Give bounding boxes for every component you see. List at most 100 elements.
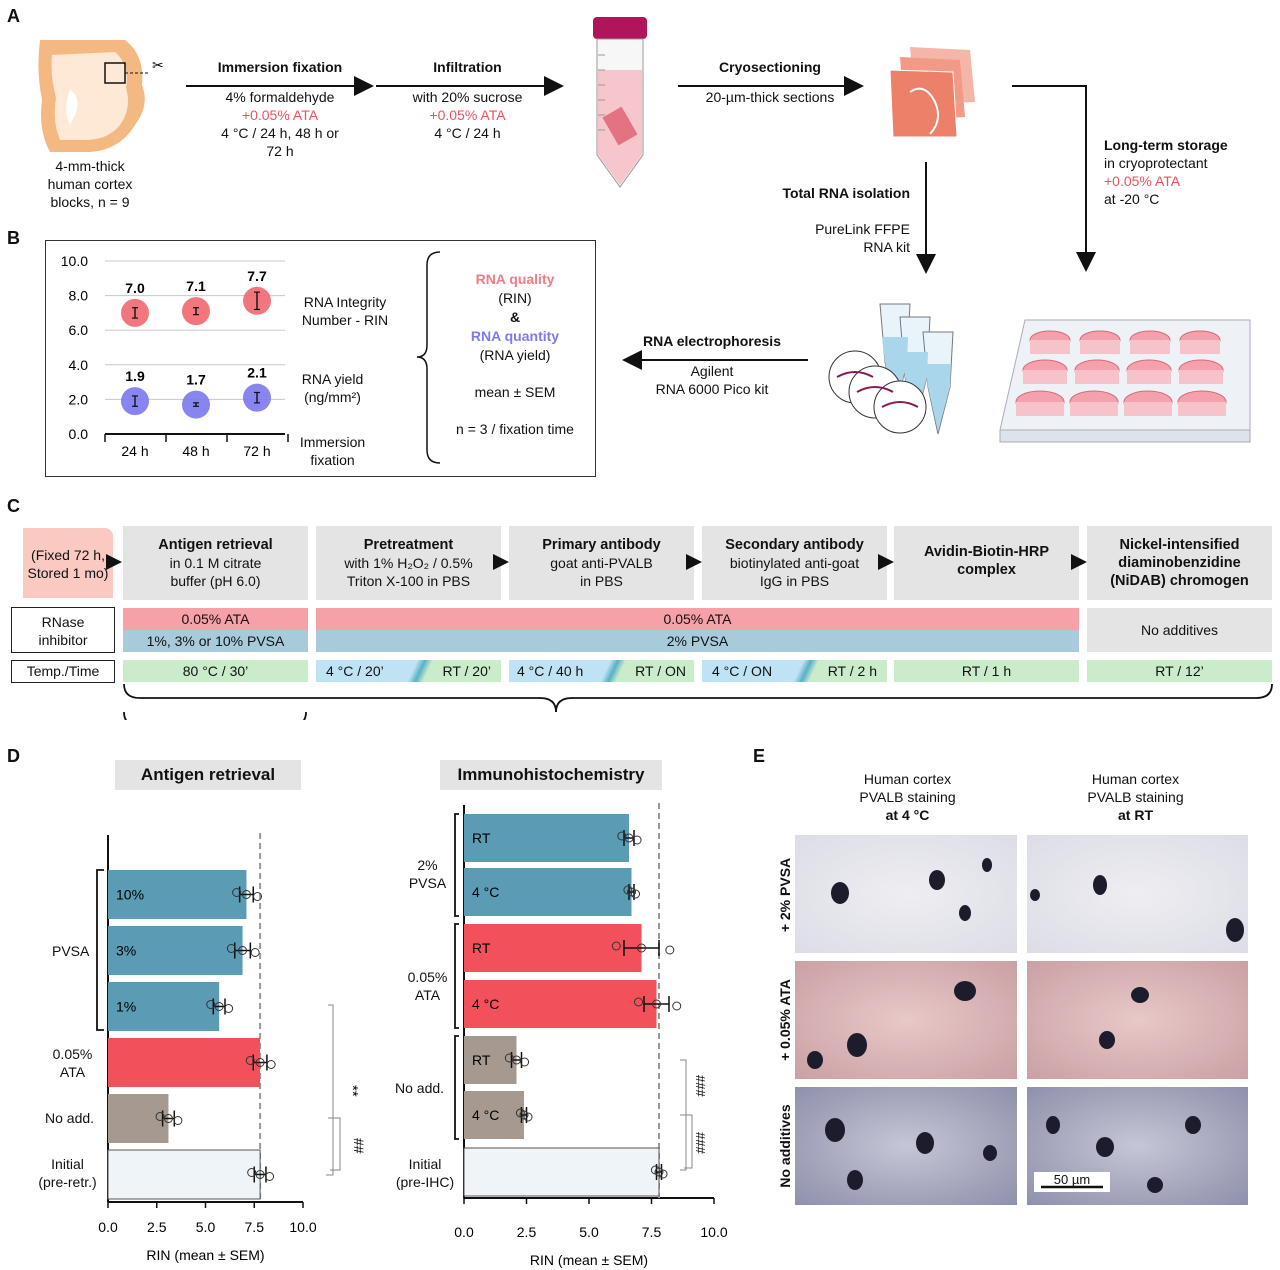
- d1-sig-label-2: ##: [351, 1138, 367, 1154]
- e-row3-label: No additives: [777, 1104, 793, 1188]
- infiltration-line1: with 20% sucrose: [412, 89, 523, 105]
- d-xtick-label: 0.0: [98, 1219, 118, 1235]
- d1-title: Antigen retrieval: [115, 760, 301, 790]
- immersion-line4: 72 h: [266, 143, 294, 159]
- e-col2-3: at RT: [1118, 807, 1153, 823]
- d-bar: [464, 1091, 524, 1139]
- d-xtick-label: 0.0: [454, 1224, 474, 1240]
- d2-sig-bracket-2: [680, 1114, 693, 1169]
- scale-bar-label: 50 µm: [1053, 1172, 1091, 1187]
- d2-group-ata-2: ATA: [414, 987, 441, 1003]
- legend-quantity-sub: (RNA yield): [479, 347, 551, 363]
- d-xaxis-title: RIN (mean ± SEM): [530, 1252, 648, 1268]
- d-xtick-label: 2.5: [147, 1219, 167, 1235]
- cortex-block-illustration: ✂: [38, 40, 164, 152]
- d-bar: [464, 814, 629, 862]
- cryosectioning-title: Cryosectioning: [719, 59, 821, 75]
- d-datapoint: [266, 1060, 276, 1069]
- legend-amp: &: [509, 309, 521, 325]
- d-datapoint: [652, 999, 661, 1009]
- d-datapoint: [632, 835, 642, 845]
- d-bar: [108, 982, 220, 1031]
- d2-group-initial-2: (pre-IHC): [395, 1174, 455, 1190]
- d-datapoint: [637, 943, 646, 953]
- d-xaxis-title: RIN (mean ± SEM): [146, 1247, 264, 1263]
- d1-group-pvsa: PVSA: [52, 943, 90, 959]
- d-datapoint: [520, 1057, 530, 1067]
- e-col1-1: Human cortex: [863, 771, 952, 787]
- d-datapoint: [155, 1112, 165, 1121]
- d1-group-ata-2: ATA: [59, 1064, 86, 1080]
- d2-group-pvsa-1: 2%: [417, 857, 438, 873]
- e-row1-label: + 2% PVSA: [777, 857, 793, 933]
- rin-label-1: RNA Integrity: [303, 294, 387, 310]
- d-datapoint: [654, 1167, 664, 1177]
- panel-b-frame: [45, 240, 596, 477]
- d-bar: [108, 1038, 261, 1087]
- d-bar: [107, 1149, 261, 1200]
- d-datapoint: [265, 1172, 275, 1181]
- d1-group-noadd: No add.: [45, 1110, 95, 1126]
- electrophoresis-line2: RNA 6000 Pico kit: [655, 381, 769, 397]
- d-datapoint: [206, 1000, 216, 1009]
- b-ytick: 8.0: [69, 288, 89, 304]
- temp-nidab: RT / 12’: [1087, 660, 1272, 682]
- d-bar-label: RT: [472, 940, 491, 956]
- b-xlabel: 24 h: [121, 443, 148, 459]
- d-bar: [108, 870, 247, 919]
- panel-letter-a: A: [7, 6, 20, 26]
- panel-a-arrows: [186, 76, 1096, 370]
- d-xtick-label: 2.5: [517, 1224, 537, 1240]
- d2-group-pvsa-2: PVSA: [408, 875, 447, 891]
- legend-quality: RNA quality: [475, 271, 555, 287]
- xtitle-2: fixation: [310, 452, 355, 468]
- d1-sig-bracket-2: [328, 1117, 341, 1171]
- d-datapoint: [255, 1058, 265, 1067]
- d-bar: [464, 868, 632, 916]
- micrograph-noadd-4c: [795, 1087, 1017, 1205]
- d-datapoint: [519, 1110, 529, 1120]
- micrograph-pvsa-4c: [795, 835, 1017, 953]
- d-datapoint: [226, 944, 236, 953]
- fixed-label-2: Stored 1 mo): [27, 565, 109, 581]
- rna-isolation-title: Total RNA isolation: [782, 185, 910, 201]
- d-datapoint: [173, 1116, 183, 1125]
- d-datapoint: [214, 1002, 224, 1011]
- panel-letter-d: D: [7, 746, 20, 766]
- d1-sig-label-1: **: [344, 1085, 361, 1097]
- d-datapoint: [241, 890, 251, 899]
- d-bar-label: RT: [472, 1052, 491, 1068]
- legend-brace: [416, 251, 441, 464]
- legend-quality-sub: (RIN): [498, 290, 532, 306]
- b-value-label: 7.0: [125, 280, 145, 296]
- d-datapoint: [624, 833, 634, 843]
- rin-label-2: Number - RIN: [301, 312, 389, 328]
- b-xlabel: 72 h: [243, 443, 270, 459]
- d-datapoint: [253, 892, 263, 901]
- d-datapoint: [245, 1056, 255, 1065]
- d-xtick-label: 10.0: [700, 1224, 727, 1240]
- d-datapoint: [611, 941, 621, 951]
- svg-text:✂: ✂: [152, 58, 164, 74]
- ar-pvsa-bar: 1%, 3% or 10% PVSA: [123, 630, 308, 652]
- b-value-label: 7.1: [186, 278, 206, 294]
- ar-ata-bar: 0.05% ATA: [123, 608, 308, 630]
- legend-stat: mean ± SEM: [474, 384, 556, 400]
- e-col2-1: Human cortex: [1091, 771, 1180, 787]
- electrophoresis-title: RNA electrophoresis: [643, 333, 781, 349]
- micrograph-pvsa-rt: [1027, 835, 1248, 953]
- b-ytick: 0.0: [69, 426, 89, 442]
- temp-time-label: Temp./Time: [11, 660, 115, 683]
- d-datapoint: [523, 1112, 533, 1122]
- well-plate-icon: [999, 319, 1251, 443]
- storage-line1: in cryoprotectant: [1104, 155, 1208, 171]
- temp-pretreatment: 4 °C / 20’RT / 20’: [316, 660, 501, 682]
- yield-label-1: RNA yield: [301, 371, 364, 387]
- panel-letter-c: C: [7, 496, 20, 516]
- infiltration-line3: 4 °C / 24 h: [434, 125, 501, 141]
